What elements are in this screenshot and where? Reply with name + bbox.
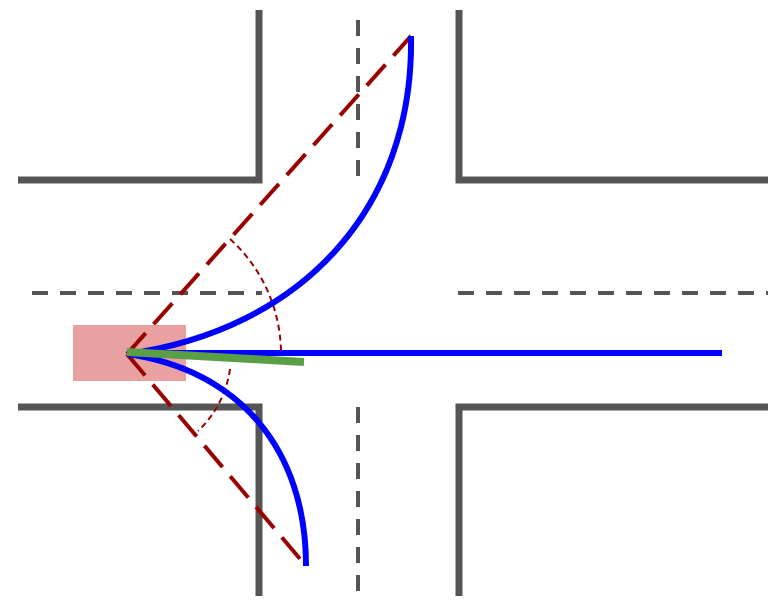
trajectories: [126, 35, 722, 567]
road-edge-top-left: [18, 10, 263, 184]
right-turn-path: [126, 351, 309, 567]
heading-vector: [126, 348, 305, 366]
right-angle-arc: [197, 368, 231, 432]
lane-dividers: [32, 20, 768, 596]
road-edge-top-right: [455, 10, 768, 184]
left-turn-path: [126, 35, 415, 357]
angle-arcs: [197, 238, 283, 432]
road-edge-bottom-right: [455, 403, 768, 596]
right-boundary-ray: [125, 352, 308, 568]
road-edges: [18, 10, 768, 596]
left-angle-arc: [229, 238, 283, 356]
road-edge-bottom-left: [18, 403, 263, 596]
boundary-rays: [125, 34, 413, 568]
left-boundary-ray: [125, 34, 413, 356]
